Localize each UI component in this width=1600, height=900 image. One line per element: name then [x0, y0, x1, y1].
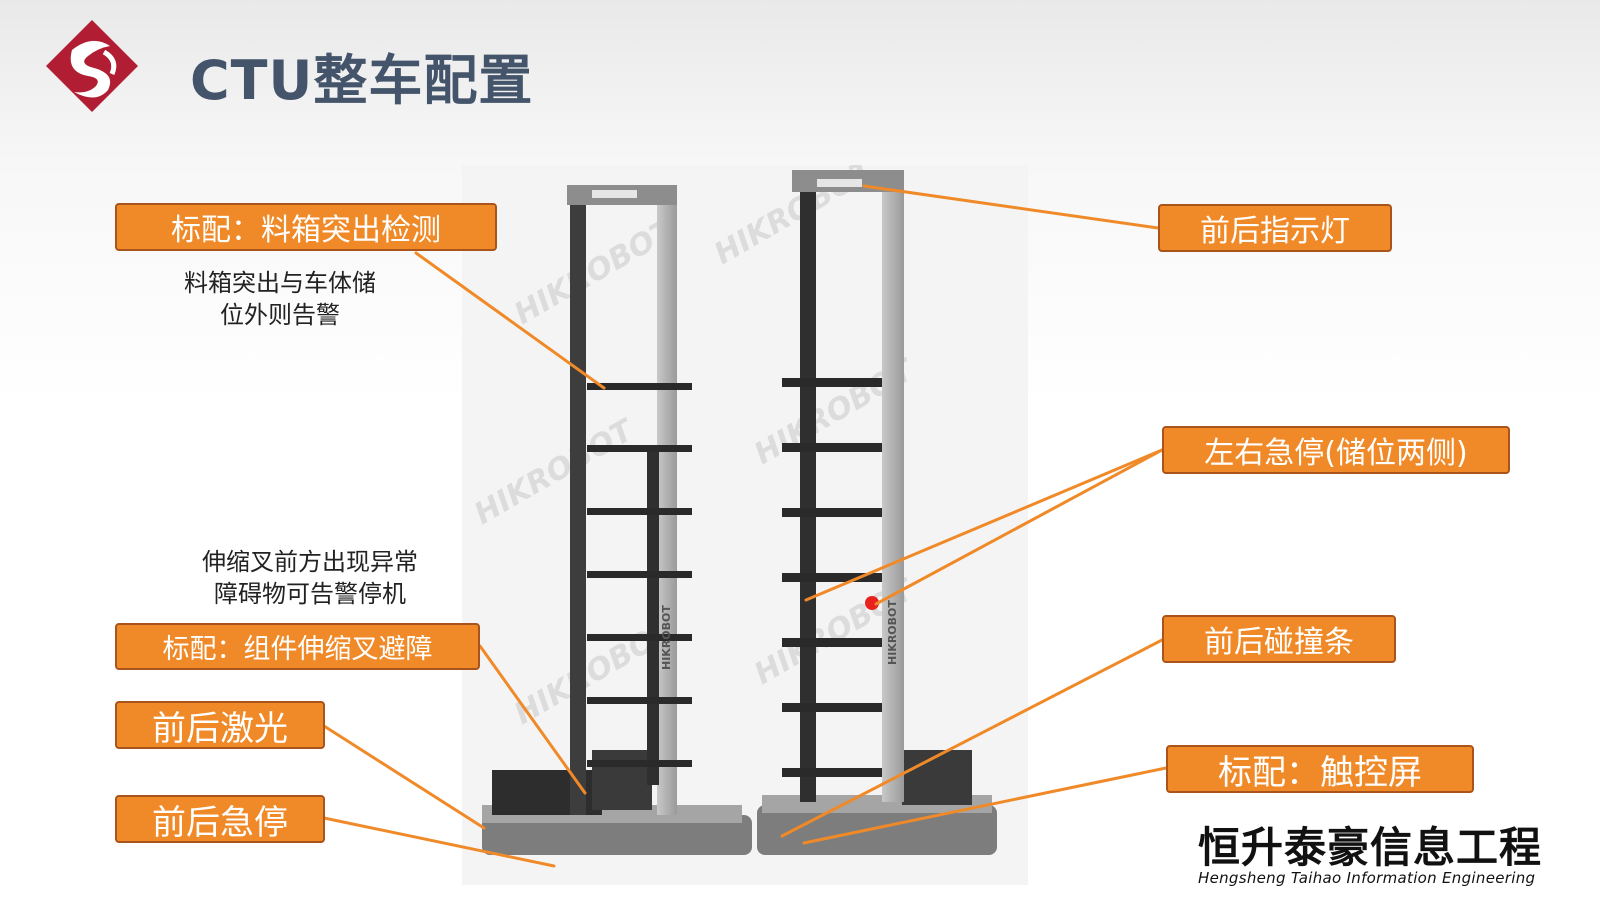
- callout-front-rear-indicator-light: 前后指示灯: [1158, 204, 1392, 252]
- callout-box-protrusion-detection: 标配：料箱突出检测: [115, 203, 497, 251]
- fork-desc-line-1: 伸缩叉前方出现异常: [170, 546, 450, 578]
- fork-desc-line-2: 障碍物可告警停机: [170, 578, 450, 610]
- box-protrusion-desc-line-1: 料箱突出与车体储: [150, 267, 410, 299]
- callout-fork-obstacle-avoidance: 标配：组件伸缩叉避障: [115, 623, 480, 670]
- company-name-cn: 恒升泰豪信息工程: [1198, 826, 1542, 870]
- callout-front-rear-laser: 前后激光: [115, 701, 325, 749]
- callout-front-rear-bumper: 前后碰撞条: [1162, 615, 1396, 663]
- company-name-en: Hengsheng Taihao Information Engineering: [1198, 870, 1542, 886]
- callout-left-right-estop: 左右急停(储位两侧): [1162, 426, 1510, 474]
- callout-touchscreen: 标配：触控屏: [1166, 745, 1474, 793]
- fork-obstacle-description: 伸缩叉前方出现异常 障碍物可告警停机: [170, 546, 450, 610]
- company-brand: 恒升泰豪信息工程 Hengsheng Taihao Information En…: [1198, 826, 1542, 886]
- box-protrusion-description: 料箱突出与车体储 位外则告警: [150, 267, 410, 331]
- callout-front-rear-estop: 前后急停: [115, 795, 325, 843]
- box-protrusion-desc-line-2: 位外则告警: [150, 299, 410, 331]
